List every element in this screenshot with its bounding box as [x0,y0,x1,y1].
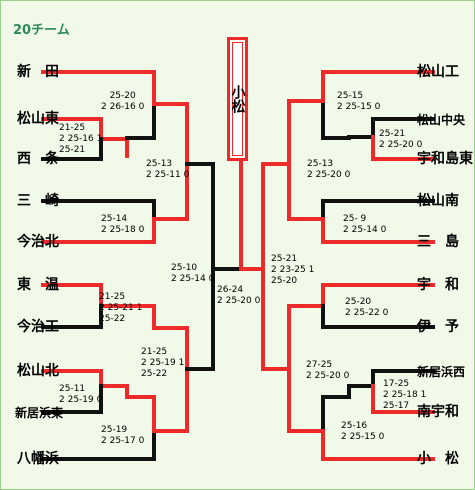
score-r2: 25-21 2 25-20 0 [379,129,423,150]
line-mishima [287,162,435,244]
score-l2: 21-25 2 25-16 1 25-21 [59,123,103,155]
team-left-10: 八幡浜 [17,451,59,467]
line-imabari-kita [41,162,189,244]
line-iyo [321,304,435,329]
score-r6: 25-20 2 25-22 0 [345,297,389,318]
line-niita-final [125,102,156,140]
team-right-3: 宇和島東 [417,151,473,167]
line-uwajima-higashi [371,135,435,161]
line-matsuyama-ko [321,70,435,103]
score-l9: 25-19 2 25-17 0 [101,425,145,446]
score-l8: 25-11 2 25-19 0 [59,384,103,405]
line-nanuwa [371,384,435,414]
line-r-semi-top [261,162,291,271]
team-left-9: 新居浜東 [15,406,64,420]
team-right-8: 新居浜西 [417,365,466,379]
line-misaki [41,199,156,221]
score-r4: 25- 9 2 25-14 0 [343,214,387,235]
team-right-1: 松山工 [417,64,459,80]
team-right-9: 南宇和 [417,404,459,420]
line-niihama-higashi [41,384,103,414]
champion-name: 小松 [230,42,246,156]
score-l6: 21-25 2 25-21 1 25-22 [99,292,143,324]
score-l7: 21-25 2 25-19 1 25-22 [141,347,185,379]
score-r5: 25-21 2 23-25 1 25-20 [271,254,315,286]
team-right-10: 小 松 [417,451,459,467]
line-l-block2 [152,326,189,371]
bracket-title: 20チーム [13,23,70,38]
champion-box: 小松 [227,37,248,161]
line-niita [41,70,156,106]
team-right-2: 松山中央 [417,113,466,127]
line-l-block2b [152,367,189,433]
line-r-block1a [321,99,351,140]
score-final: 26-24 2 25-20 0 [217,285,261,306]
score-l5: 25-10 2 25-14 0 [171,263,215,284]
team-left-7: 今治工 [17,319,59,335]
score-l4: 25-14 2 25-18 0 [101,214,145,235]
score-l3: 25-13 2 25-11 0 [146,159,190,180]
team-left-1: 新 田 [17,64,59,80]
line-imabari-ko [41,304,103,329]
team-left-6: 東 温 [17,277,59,293]
line-saijo [41,137,103,161]
score-r7: 27-25 2 25-20 0 [306,360,350,381]
line-l-block3 [125,395,156,433]
line-matsuyama-minami [321,199,435,221]
line-r-semi-bottom [261,267,291,371]
line-r-block3 [321,395,351,433]
team-right-4: 松山南 [417,193,459,209]
team-left-5: 今治北 [17,234,59,250]
team-left-8: 松山北 [17,363,59,379]
team-right-7: 伊 予 [417,319,459,335]
team-right-6: 宇 和 [417,277,459,293]
team-left-3: 西 条 [17,151,59,167]
team-right-5: 三 島 [417,234,459,250]
team-left-2: 松山東 [17,111,59,127]
score-r1: 25-15 2 25-15 0 [337,91,381,112]
line-l-semi-top [185,162,215,271]
line-komatsu [287,367,435,461]
score-r9: 25-16 2 25-15 0 [341,421,385,442]
line-l-semi-bottom [185,267,215,371]
line-l-block1 [152,102,189,166]
line-r-block1 [287,99,325,166]
score-r3: 25-13 2 25-20 0 [307,159,351,180]
line-yawatahama [41,429,156,461]
score-r8: 17-25 2 25-18 1 25-17 [383,379,427,411]
score-l1: 25-20 2 26-16 0 [101,91,145,112]
team-left-4: 三 崎 [17,193,59,209]
